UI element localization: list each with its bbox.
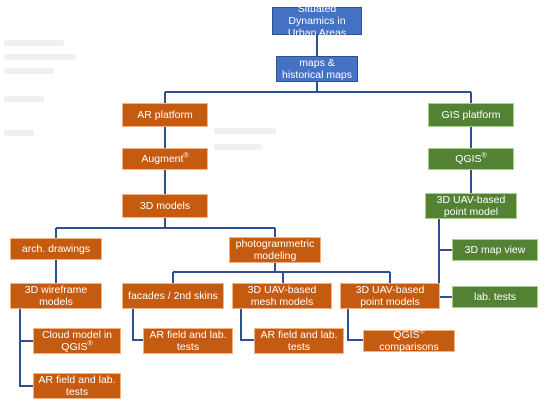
node-3d-models: 3D models [122, 194, 208, 218]
node-label: 3D models [139, 200, 191, 212]
node-ar-field-facades: AR field and lab. tests [143, 328, 233, 354]
node-label: AR field and lab. tests [149, 329, 227, 353]
node-label: GIS platform [441, 109, 501, 121]
node-qgis: QGIS® [428, 148, 514, 170]
node-label: Situated Dynamics in Urban Areas [287, 3, 347, 39]
node-facades: facades / 2nd skins [122, 283, 224, 309]
node-label: Cloud model in QGIS® [41, 329, 113, 353]
node-3d-map-view: 3D map view [452, 239, 538, 261]
node-situated-dynamics: Situated Dynamics in Urban Areas [272, 3, 362, 39]
node-label: QGIS® [455, 152, 487, 166]
node-label: arch. drawings [21, 243, 91, 255]
node-ar-field-mesh: AR field and lab. tests [254, 328, 344, 354]
node-label: AR field and lab. tests [38, 374, 116, 398]
node-gis-platform: GIS platform [428, 103, 514, 127]
node-label: 3D wireframe models [24, 284, 88, 308]
node-label: AR field and lab. tests [260, 329, 338, 353]
node-uav-point-model-gis: 3D UAV-based point model [425, 193, 517, 219]
node-label: photogrammetric modeling [235, 238, 315, 262]
node-uav-point-ar: 3D UAV-based point models [340, 283, 440, 309]
node-wireframe: 3D wireframe models [10, 283, 102, 309]
node-augment: Augment® [122, 148, 208, 170]
node-qgis-comparisons: QGIS® comparisons [363, 328, 455, 354]
node-label: maps & historical maps [281, 57, 353, 81]
node-maps: maps & historical maps [276, 56, 358, 82]
node-photogrammetric: photogrammetric modeling [229, 237, 321, 263]
node-label: AR platform [137, 109, 193, 121]
node-label: facades / 2nd skins [128, 290, 218, 302]
node-uav-mesh: 3D UAV-based mesh models [232, 283, 332, 309]
node-label: Augment® [141, 152, 189, 166]
node-lab-tests-gis: lab. tests [452, 286, 538, 308]
node-label: 3D map view [464, 244, 526, 256]
node-label: 3D UAV-based point models [355, 284, 425, 308]
node-ar-platform: AR platform [122, 103, 208, 127]
node-arch-drawings: arch. drawings [10, 238, 102, 260]
node-label: QGIS® comparisons [379, 328, 439, 354]
node-label: lab. tests [473, 291, 517, 303]
node-label: 3D UAV-based point model [436, 194, 506, 218]
node-label: 3D UAV-based mesh models [247, 284, 317, 308]
node-cloud-model: Cloud model in QGIS® [33, 328, 121, 354]
node-ar-field-wireframe: AR field and lab. tests [33, 373, 121, 399]
